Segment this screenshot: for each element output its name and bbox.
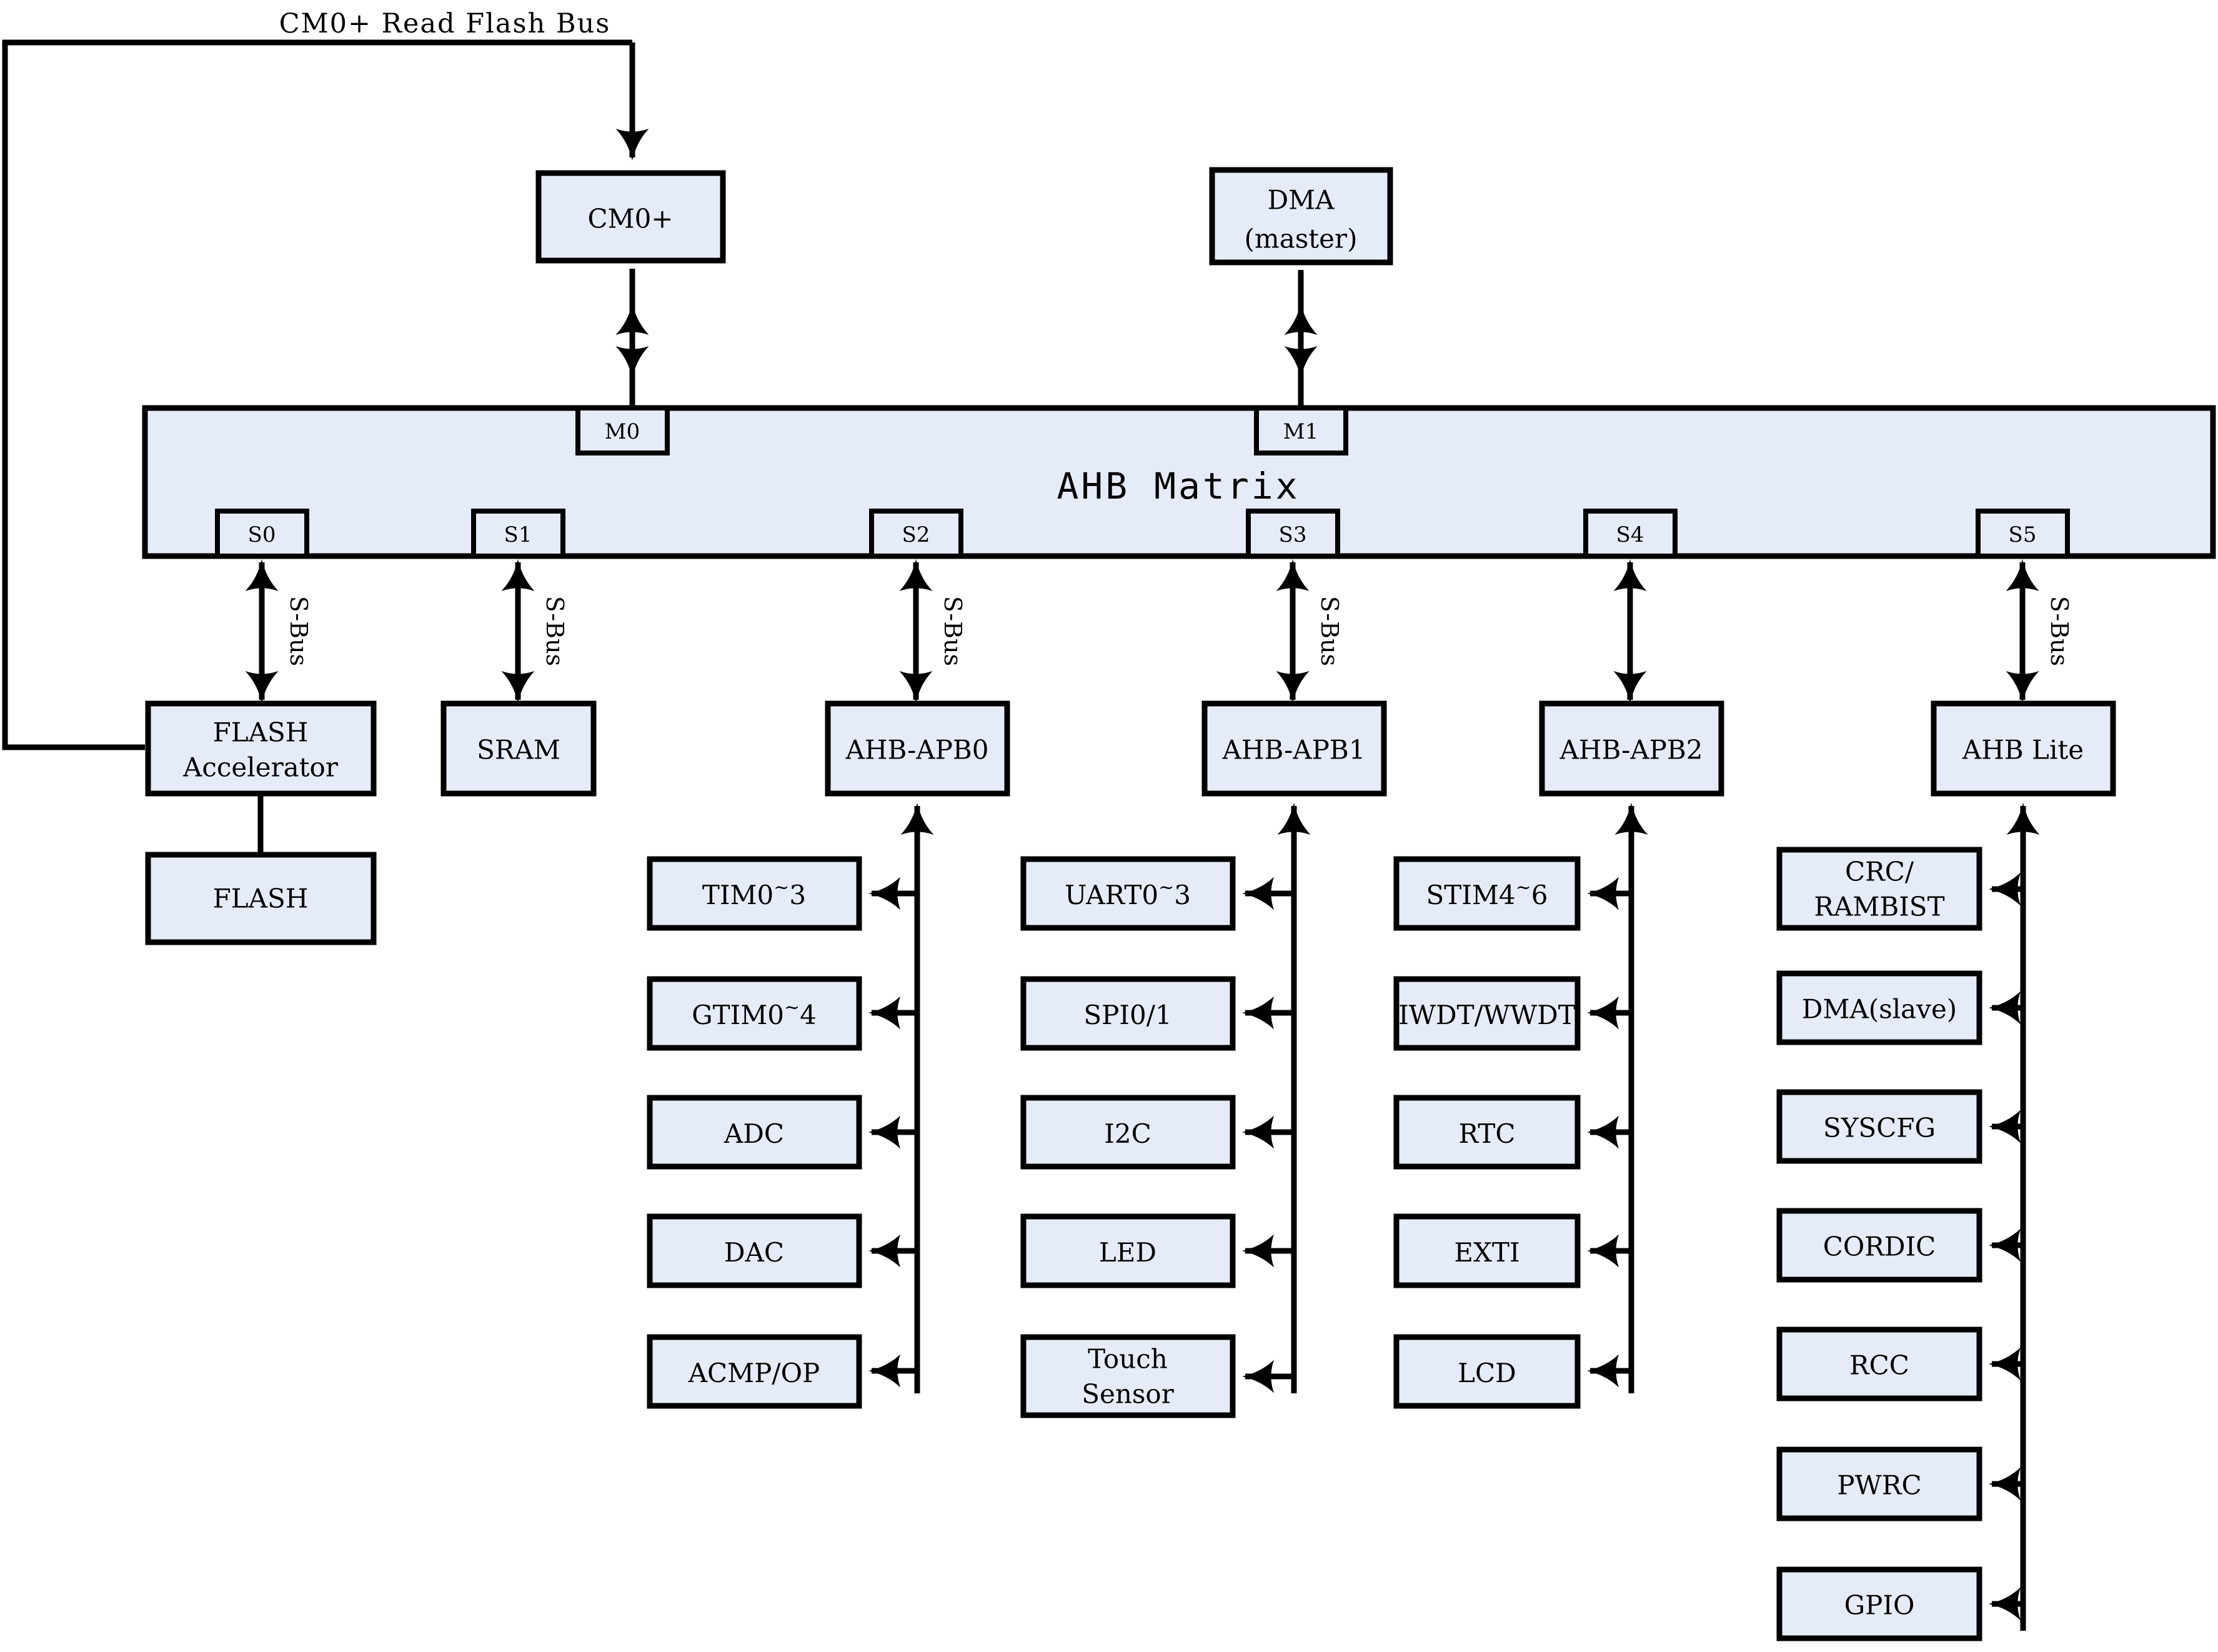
apb0-peripheral-3: DAC (647, 1213, 917, 1288)
sbus-label-s5: S-Bus (2046, 596, 2073, 666)
apb0-peripheral-3-label: DAC (724, 1237, 784, 1268)
apb1-peripheral-3: LED (1020, 1213, 1294, 1288)
matrix-port-s0: S0 (215, 509, 309, 559)
ahblite-peripheral-3-label: CORDIC (1823, 1232, 1936, 1262)
read-flash-bus-wire (2, 39, 649, 750)
sbus-label-s1: S-Bus (541, 596, 569, 666)
sbus-s1: S-Bus (501, 559, 569, 704)
matrix-port-m0-label: M0 (605, 419, 640, 444)
apb2-peripheral-1: IWDT/WWDT (1393, 976, 1631, 1051)
apb2-peripheral-2: RTC (1393, 1095, 1631, 1170)
apb0-peripheral-0-label: TIM0~3 (702, 877, 806, 910)
apb1-peripheral-1: SPI0/1 (1020, 976, 1294, 1051)
matrix-port-s3-label: S3 (1279, 522, 1307, 547)
apb1-peripheral-3-label: LED (1099, 1237, 1156, 1268)
ahblite-peripheral-0-label-line2: RAMBIST (1814, 892, 1944, 922)
cm0-plus-block: CM0+ (535, 170, 726, 264)
apb2-peripheral-1-label: IWDT/WWDT (1398, 1000, 1576, 1030)
sbus-label-s3: S-Bus (1316, 596, 1343, 666)
dma-master-label-line1: DMA (1267, 185, 1335, 216)
ahblite-peripheral-1: DMA(slave) (1776, 970, 2023, 1045)
ahblite-peripheral-2-label: SYSCFG (1823, 1113, 1936, 1143)
flash-block: FLASH (145, 852, 377, 945)
ahb-apb2-label: AHB-APB2 (1559, 735, 1703, 765)
flash-accelerator-block: FLASH Accelerator (145, 700, 377, 797)
ahb-apb0-label: AHB-APB0 (845, 735, 989, 765)
cm0-plus-label: CM0+ (587, 204, 673, 234)
matrix-port-m1-label: M1 (1283, 419, 1318, 444)
ahblite-peripheral-6: GPIO (1776, 1566, 2023, 1641)
matrix-port-s2-label: S2 (902, 522, 930, 547)
apb2-peripheral-0-label: STIM4~6 (1426, 877, 1548, 910)
apb0-peripheral-2: ADC (647, 1095, 917, 1170)
matrix-port-s3: S3 (1246, 509, 1340, 559)
apb2-peripheral-2-label: RTC (1458, 1118, 1515, 1149)
apb0-peripheral-2-label: ADC (724, 1118, 784, 1149)
apb0-peripheral-1-label: GTIM0~4 (692, 997, 817, 1030)
dma-master-label-line2: (master) (1244, 224, 1357, 254)
apb2-peripheral-3: EXTI (1393, 1213, 1631, 1288)
apb0-peripheral-1: GTIM0~4 (647, 976, 917, 1051)
ahb-apb1-label: AHB-APB1 (1222, 735, 1366, 765)
apb1-peripheral-2-label: I2C (1104, 1118, 1151, 1149)
matrix-port-m0: M0 (575, 406, 670, 455)
apb1-peripheral-2: I2C (1020, 1095, 1294, 1170)
ahb-apb0-block: AHB-APB0 (825, 700, 1010, 797)
matrix-port-s5: S5 (1976, 509, 2070, 559)
apb2-peripheral-4-label: LCD (1458, 1358, 1516, 1388)
ahblite-peripheral-4-label: RCC (1849, 1350, 1909, 1381)
sram-label: SRAM (477, 735, 560, 765)
ahblite-peripheral-2: SYSCFG (1776, 1089, 2023, 1164)
apb1-peripheral-4: Touch Sensor (1020, 1334, 1294, 1418)
sbus-label-s0: S-Bus (285, 596, 312, 666)
ahb-apb1-block: AHB-APB1 (1201, 700, 1387, 797)
apb1-peripheral-4-label-line1: Touch (1088, 1344, 1168, 1375)
apb1-peripheral-1-label: SPI0/1 (1083, 1000, 1171, 1030)
ahblite-peripheral-0: CRC/ RAMBIST (1776, 847, 2023, 931)
apb0-peripheral-0: TIM0~3 (647, 856, 917, 931)
read-flash-bus-label: CM0+ Read Flash Bus (279, 8, 611, 39)
ahblite-peripheral-6-label: GPIO (1844, 1590, 1915, 1621)
apb1-peripheral-4-label-line2: Sensor (1082, 1379, 1175, 1410)
ahblite-peripheral-5: PWRC (1776, 1446, 2023, 1521)
apb0-peripheral-4-label: ACMP/OP (688, 1358, 820, 1388)
flash-accelerator-label-line1: FLASH (213, 717, 309, 748)
ahblite-peripheral-5-label: PWRC (1837, 1470, 1921, 1501)
sbus-s3: S-Bus (1276, 559, 1343, 704)
flash-accelerator-label-line2: Accelerator (182, 752, 339, 783)
ahb-matrix-label: AHB Matrix (1057, 465, 1300, 507)
sbus-label-s2: S-Bus (939, 596, 967, 666)
matrix-port-s1-label: S1 (504, 522, 532, 547)
flash-label: FLASH (213, 883, 309, 914)
apb2-peripheral-0: STIM4~6 (1393, 856, 1631, 931)
apb2-peripheral-4: LCD (1393, 1334, 1631, 1409)
apb2-peripheral-3-label: EXTI (1454, 1237, 1519, 1268)
ahb-lite-block: AHB Lite (1931, 700, 2116, 797)
ahblite-peripheral-4: RCC (1776, 1326, 2023, 1401)
matrix-port-s5-label: S5 (2009, 522, 2037, 547)
ahblite-peripheral-3: CORDIC (1776, 1208, 2023, 1283)
ahblite-peripheral-1-label: DMA(slave) (1802, 994, 1957, 1025)
matrix-port-s4: S4 (1583, 509, 1678, 559)
apb1-peripheral-0-label: UART0~3 (1065, 877, 1191, 910)
matrix-port-s4-label: S4 (1616, 522, 1644, 547)
apb0-peripheral-4: ACMP/OP (647, 1334, 917, 1409)
sram-block: SRAM (440, 700, 597, 797)
ahb-apb2-block: AHB-APB2 (1539, 700, 1724, 797)
matrix-port-s0-label: S0 (248, 522, 276, 547)
dma-master-block: DMA (master) (1209, 167, 1393, 266)
matrix-port-s2: S2 (869, 509, 963, 559)
sbus-s0: S-Bus (245, 559, 312, 704)
matrix-port-s1: S1 (471, 509, 565, 559)
ahb-matrix: AHB Matrix M0 M1 S0 S1 S2 S3 S4 (142, 405, 2216, 559)
ahb-lite-label: AHB Lite (1962, 735, 2084, 765)
apb1-peripheral-0: UART0~3 (1020, 856, 1294, 931)
ahblite-peripheral-0-label-line1: CRC/ (1845, 857, 1914, 887)
matrix-port-m1: M1 (1254, 406, 1348, 455)
sbus-s5: S-Bus (2006, 559, 2073, 704)
sbus-s2: S-Bus (899, 559, 967, 704)
